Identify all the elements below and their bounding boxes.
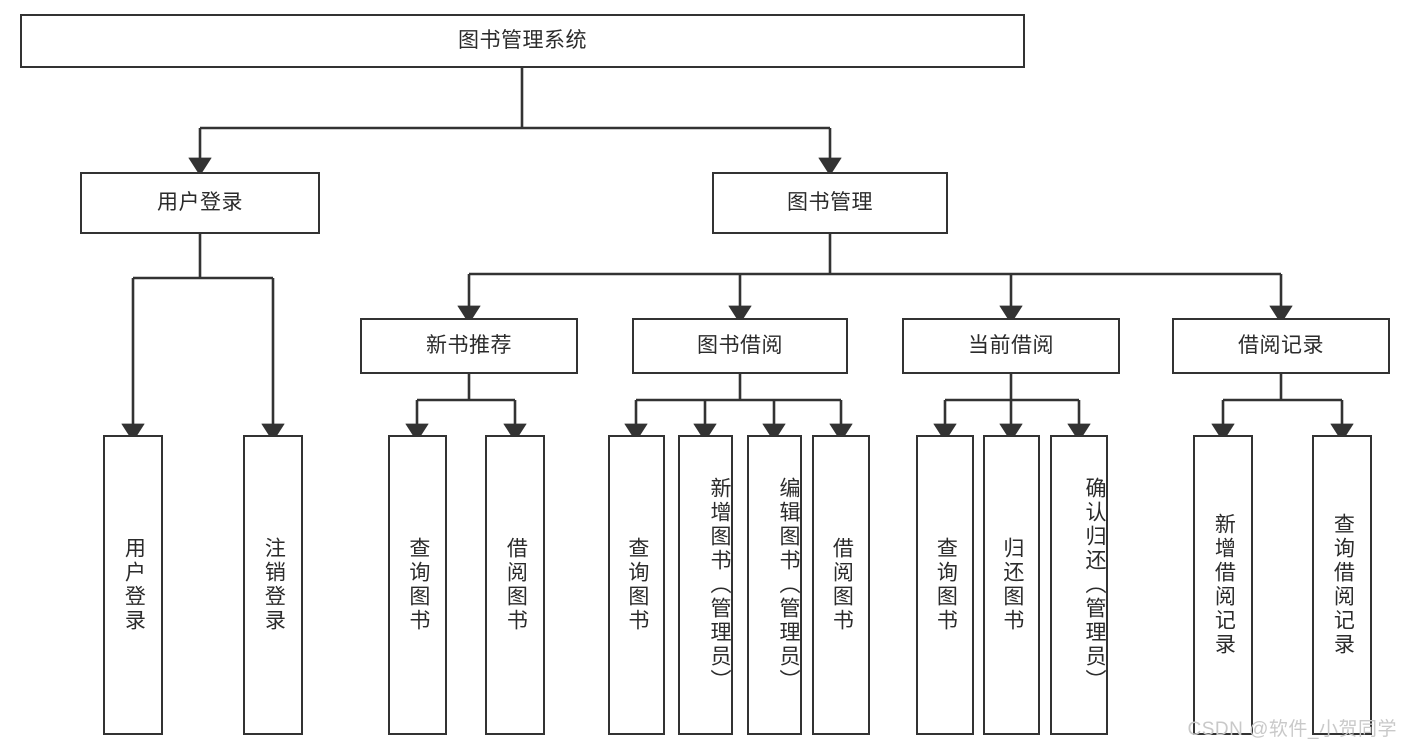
node-new-book-recommend[interactable]: 新书推荐	[360, 318, 578, 374]
node-leaf-query-book-borrow[interactable]: 查询图书	[608, 435, 665, 735]
node-leaf-add-book-admin[interactable]: 新增图书（管理员）	[678, 435, 733, 735]
node-leaf-return-book[interactable]: 归还图书	[983, 435, 1040, 735]
node-label: 当前借阅	[968, 333, 1054, 357]
node-leaf-borrow-book-newbook[interactable]: 借阅图书	[485, 435, 545, 735]
node-leaf-edit-book-admin[interactable]: 编辑图书（管理员）	[747, 435, 802, 735]
node-label: 注销登录	[262, 537, 286, 633]
node-label: 编辑图书（管理员）	[777, 477, 800, 693]
node-leaf-add-borrow-record[interactable]: 新增借阅记录	[1193, 435, 1253, 735]
node-label: 借阅图书	[504, 537, 528, 633]
node-label: 借阅图书	[830, 537, 854, 633]
node-borrow-record[interactable]: 借阅记录	[1172, 318, 1390, 374]
node-leaf-query-borrow-record[interactable]: 查询借阅记录	[1312, 435, 1372, 735]
node-label: 归还图书	[1000, 537, 1024, 633]
node-label: 用户登录	[157, 190, 243, 214]
node-leaf-logout[interactable]: 注销登录	[243, 435, 303, 735]
node-label: 新增借阅记录	[1212, 513, 1236, 657]
node-user-login[interactable]: 用户登录	[80, 172, 320, 234]
node-root-book-management-system[interactable]: 图书管理系统	[20, 14, 1025, 68]
node-current-borrow[interactable]: 当前借阅	[902, 318, 1120, 374]
node-book-management[interactable]: 图书管理	[712, 172, 948, 234]
node-label: 新增图书（管理员）	[708, 477, 731, 693]
node-leaf-user-login[interactable]: 用户登录	[103, 435, 163, 735]
node-label: 查询图书	[406, 537, 430, 633]
node-leaf-query-book-newbook[interactable]: 查询图书	[388, 435, 447, 735]
node-label: 图书借阅	[697, 333, 783, 357]
node-leaf-confirm-return-admin[interactable]: 确认归还（管理员）	[1050, 435, 1108, 735]
node-label: 查询借阅记录	[1331, 513, 1355, 657]
node-label: 查询图书	[625, 537, 649, 633]
csdn-watermark: CSDN @软件_小贺同学	[1187, 719, 1397, 740]
node-leaf-query-book-current[interactable]: 查询图书	[916, 435, 974, 735]
node-label: 确认归还（管理员）	[1083, 477, 1106, 693]
node-label: 图书管理	[787, 190, 873, 214]
node-label: 借阅记录	[1238, 333, 1324, 357]
node-label: 查询图书	[934, 537, 958, 633]
node-leaf-lend-book[interactable]: 借阅图书	[812, 435, 870, 735]
node-label: 用户登录	[122, 537, 146, 633]
node-label: 新书推荐	[426, 333, 512, 357]
node-label: 图书管理系统	[458, 28, 587, 52]
node-book-borrow[interactable]: 图书借阅	[632, 318, 848, 374]
